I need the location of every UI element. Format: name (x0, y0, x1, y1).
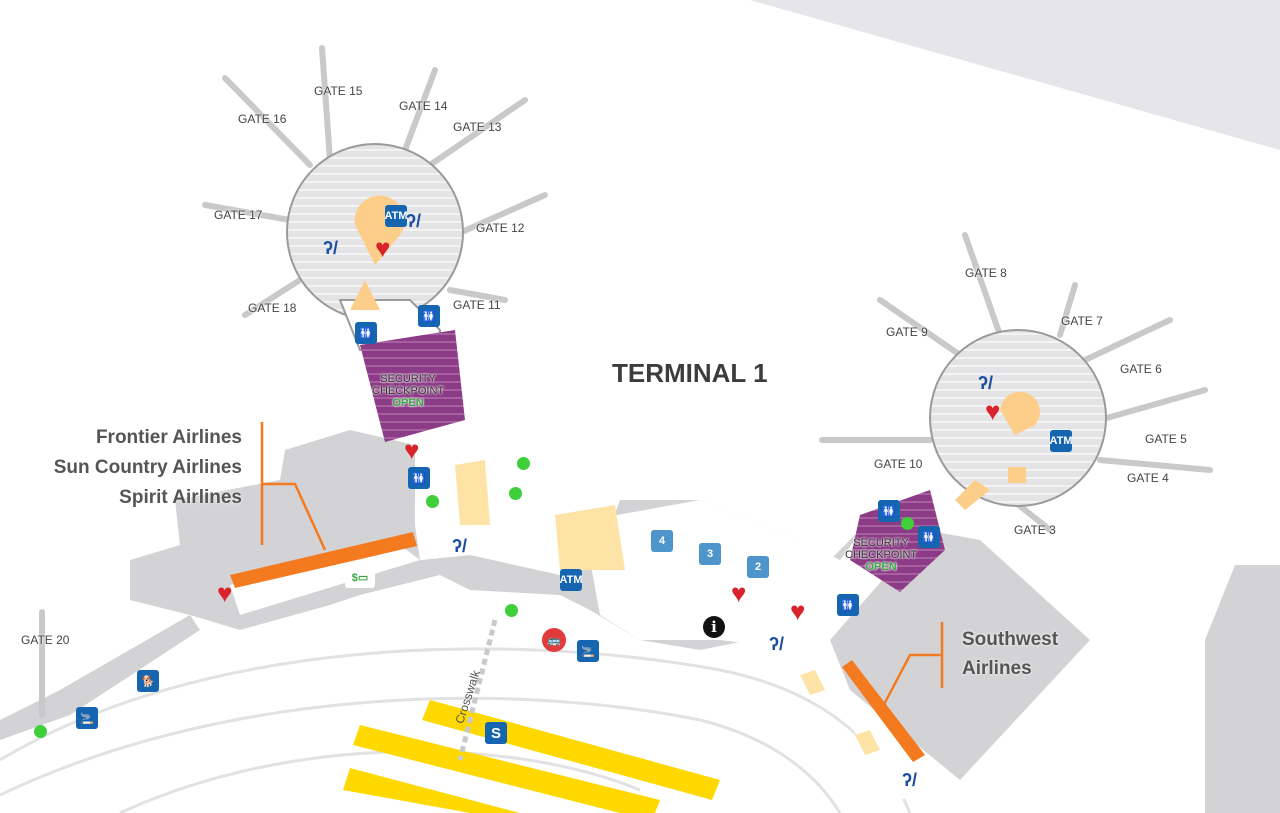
airline-southwest-line1: Southwest (962, 629, 1059, 650)
water-station-icon (517, 457, 530, 470)
airline-sun-country[interactable]: Sun Country Airlines (53, 457, 242, 478)
restroom-icon: 🚻 (918, 526, 940, 548)
airline-southwest[interactable]: Southwest Airlines (962, 629, 1058, 680)
airline-southwest-line2: Airlines (962, 658, 1032, 679)
gate-12-label[interactable]: GATE 12 (476, 221, 525, 235)
atm-icon[interactable]: ATM (560, 569, 583, 591)
security-label: SECURITY (853, 537, 909, 549)
gate-8-label[interactable]: GATE 8 (965, 266, 1007, 280)
terminal-title: TERMINAL 1 (612, 358, 768, 388)
gate-17-label[interactable]: GATE 17 (214, 208, 263, 222)
aed-icon: ♥ (731, 578, 747, 608)
checkpoint-label: CHECKPOINT (372, 385, 445, 397)
gate-5-label[interactable]: GATE 5 (1145, 432, 1187, 446)
baggage-claim-4-icon[interactable]: 4 (651, 530, 673, 552)
water-station-icon (901, 517, 914, 530)
restroom-icon: 🚻 (355, 322, 377, 344)
water-station-icon (509, 487, 522, 500)
water-station-icon (34, 725, 47, 738)
atm-icon[interactable]: ATM (1050, 430, 1073, 452)
hearing-loop-icon: ʔ/ (323, 238, 339, 258)
checkpoint-label: CHECKPOINT (845, 549, 918, 561)
security-checkpoint-right[interactable]: SECURITY CHECKPOINT OPEN (845, 537, 917, 573)
security-status: OPEN (392, 397, 424, 409)
aed-icon: ♥ (375, 233, 391, 263)
gate-14-label[interactable]: GATE 14 (399, 99, 448, 113)
shuttle-icon[interactable]: S (485, 722, 507, 744)
security-status: OPEN (865, 561, 897, 573)
restroom-icon: 🚻 (837, 594, 859, 616)
hearing-loop-icon: ʔ/ (902, 770, 918, 790)
aed-icon: ♥ (217, 578, 233, 608)
hearing-loop-icon: ʔ/ (406, 211, 422, 231)
restroom-icon: 🚻 (408, 467, 430, 489)
smoking-area-icon: 🚬 (577, 640, 599, 662)
hearing-loop-icon: ʔ/ (452, 536, 468, 556)
gate-9-label[interactable]: GATE 9 (886, 325, 928, 339)
restroom-icon: 🚻 (878, 500, 900, 522)
security-checkpoint-left[interactable]: SECURITY CHECKPOINT OPEN (372, 373, 444, 409)
gate-10-label[interactable]: GATE 10 (874, 457, 923, 471)
information-icon[interactable]: i (703, 616, 725, 638)
pet-relief-icon: 🐕 (137, 670, 159, 692)
airline-spirit[interactable]: Spirit Airlines (119, 487, 242, 508)
restroom-icon: 🚻 (418, 305, 440, 327)
gate-7-label[interactable]: GATE 7 (1061, 314, 1103, 328)
aed-icon: ♥ (404, 435, 420, 465)
gate-20-label[interactable]: GATE 20 (21, 633, 70, 647)
airline-frontier[interactable]: Frontier Airlines (95, 427, 242, 448)
gate-3-label[interactable]: GATE 3 (1014, 523, 1056, 537)
aed-icon: ♥ (790, 596, 806, 626)
gate-16-label[interactable]: GATE 16 (238, 112, 287, 126)
security-label: SECURITY (380, 373, 436, 385)
smoking-area-icon: 🚬 (76, 707, 98, 729)
water-station-icon (505, 604, 518, 617)
baggage-claim-2-icon[interactable]: 2 (747, 556, 769, 578)
gate-4-label[interactable]: GATE 4 (1127, 471, 1169, 485)
hearing-loop-icon: ʔ/ (769, 634, 785, 654)
atm-icon[interactable]: ATM (385, 205, 408, 227)
baggage-claim-3-icon[interactable]: 3 (699, 543, 721, 565)
gate-13-label[interactable]: GATE 13 (453, 120, 502, 134)
gate-11-label[interactable]: GATE 11 (453, 298, 501, 312)
aed-icon: ♥ (985, 396, 1001, 426)
ticket-kiosk-icon: $▭ (345, 566, 375, 588)
gate-15-label[interactable]: GATE 15 (314, 84, 363, 98)
gate-6-label[interactable]: GATE 6 (1120, 362, 1162, 376)
water-station-icon (426, 495, 439, 508)
gate-18-label[interactable]: GATE 18 (248, 301, 297, 315)
hearing-loop-icon: ʔ/ (978, 373, 994, 393)
bus-icon: 🚌 (542, 628, 566, 652)
